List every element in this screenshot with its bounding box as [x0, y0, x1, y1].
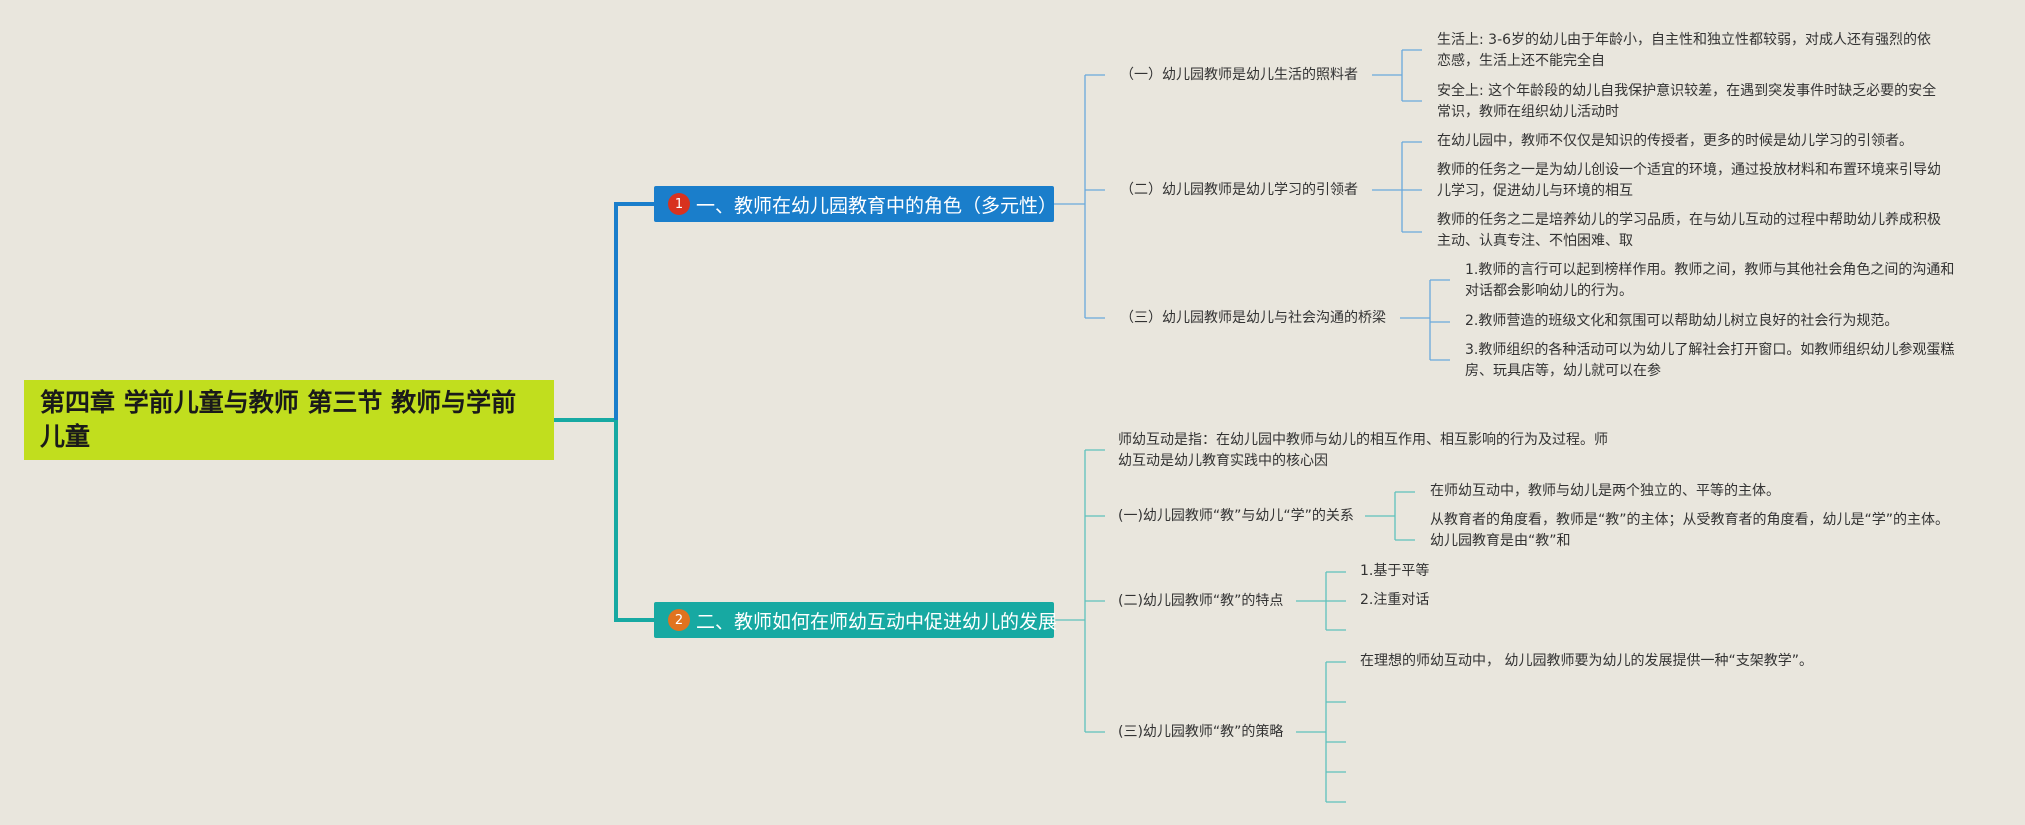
subtopic-learning-guide[interactable]: （二）幼儿园教师是幼儿学习的引领者	[1120, 182, 1358, 198]
subtopic-interaction-definition[interactable]: 师幼互动是指：在幼儿园中教师与幼儿的相互作用、相互影响的行为及过程。师幼互动是幼…	[1118, 432, 1608, 469]
leaf-bridge-3[interactable]: 3.教师组织的各种活动可以为幼儿了解社会打开窗口。如教师组织幼儿参观蛋糕房、玩具…	[1465, 342, 1955, 379]
branch-teacher-roles[interactable]: 1 一、教师在幼儿园教育中的角色（多元性）	[654, 186, 1058, 222]
priority-2-icon: 2	[668, 609, 690, 631]
leaf-caregiver-life[interactable]: 生活上: 3-6岁的幼儿由于年龄小，自主性和独立性都较弱，对成人还有强烈的依恋感…	[1437, 32, 1932, 69]
branch-label: 一、教师在幼儿园教育中的角色（多元性）	[696, 194, 1058, 217]
branch2-connector	[614, 420, 654, 622]
leaf-bridge-2[interactable]: 2.教师营造的班级文化和氛围可以帮助幼儿树立良好的社会行为规范。	[1465, 313, 1899, 329]
root-topic[interactable]: 第四章 学前儿童与教师 第三节 教师与学前儿童	[24, 380, 554, 460]
leaf-relation-1[interactable]: 在师幼互动中，教师与幼儿是两个独立的、平等的主体。	[1430, 483, 1780, 499]
root-title: 第四章 学前儿童与教师 第三节 教师与学前儿童	[40, 388, 517, 451]
branch-teacher-interaction[interactable]: 2 二、教师如何在师幼互动中促进幼儿的发展	[654, 602, 1058, 638]
subtopic-social-bridge[interactable]: （三）幼儿园教师是幼儿与社会沟通的桥梁	[1120, 310, 1386, 326]
leaf-caregiver-safety[interactable]: 安全上: 这个年龄段的幼儿自我保护意识较差，在遇到突发事件时缺乏必要的安全常识，…	[1437, 83, 1937, 120]
priority-1-icon: 1	[668, 193, 690, 215]
leaf-relation-2[interactable]: 从教育者的角度看，教师是“教”的主体；从受教育者的角度看，幼儿是“学”的主体。幼…	[1430, 512, 1950, 549]
leaf-guide-1[interactable]: 在幼儿园中，教师不仅仅是知识的传授者，更多的时候是幼儿学习的引领者。	[1437, 133, 1913, 149]
leaf-feature-equality[interactable]: 1.基于平等	[1360, 563, 1430, 579]
leaf-bridge-1[interactable]: 1.教师的言行可以起到榜样作用。教师之间，教师与其他社会角色之间的沟通和对话都会…	[1465, 262, 1955, 299]
subtopic-caregiver[interactable]: （一）幼儿园教师是幼儿生活的照料者	[1120, 67, 1358, 83]
leaf-guide-2[interactable]: 教师的任务之一是为幼儿创设一个适宜的环境，通过投放材料和布置环境来引导幼儿学习，…	[1437, 162, 1941, 199]
leaf-guide-3[interactable]: 教师的任务之二是培养幼儿的学习品质，在与幼儿互动的过程中帮助幼儿养成积极主动、认…	[1437, 212, 1941, 249]
leaf-feature-dialogue[interactable]: 2.注重对话	[1360, 592, 1430, 608]
subtopic-teaching-strategy[interactable]: (三)幼儿园教师“教”的策略	[1118, 724, 1284, 740]
branch-label: 二、教师如何在师幼互动中促进幼儿的发展	[696, 610, 1058, 633]
branch1-connector	[614, 202, 654, 420]
leaf-strategy-scaffolding[interactable]: 在理想的师幼互动中， 幼儿园教师要为幼儿的发展提供一种“支架教学”。	[1360, 653, 1813, 669]
subtopic-teaching-features[interactable]: (二)幼儿园教师“教”的特点	[1118, 593, 1284, 609]
subtopic-teach-learn-relation[interactable]: (一)幼儿园教师“教”与幼儿“学”的关系	[1118, 508, 1354, 524]
